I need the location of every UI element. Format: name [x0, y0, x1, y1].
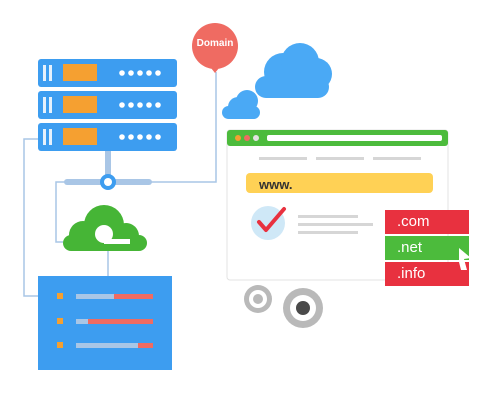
- tld-tags: [385, 210, 471, 286]
- tld-com-label[interactable]: .com: [397, 213, 430, 230]
- balloon-icon: [192, 23, 238, 73]
- server-unit-1: [38, 59, 177, 87]
- gear-icon: [244, 285, 323, 328]
- tld-net-label[interactable]: .net: [397, 239, 423, 256]
- list-row: [57, 342, 153, 348]
- server-unit-3: [38, 123, 177, 151]
- balloon-label: Domain: [196, 38, 234, 49]
- server-unit-2: [38, 91, 177, 119]
- tld-info-label[interactable]: .info: [397, 265, 426, 282]
- list-row: [57, 293, 153, 299]
- server-rack-icon: [38, 59, 177, 190]
- list-row: [57, 318, 153, 324]
- green-cloud-icon: [63, 205, 147, 251]
- cursor-icon: [459, 248, 471, 270]
- cloud-icon: [255, 43, 332, 98]
- url-bar-text: www.: [259, 177, 293, 192]
- list-panel: [38, 276, 172, 370]
- small-cloud-icon: [222, 90, 260, 119]
- check-icon: [251, 206, 286, 240]
